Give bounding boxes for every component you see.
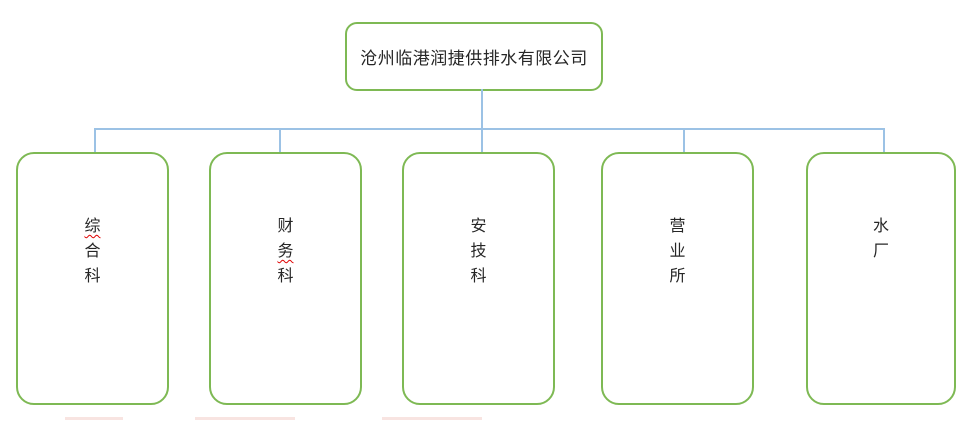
org-node-finance-dept[interactable]: 财务科 bbox=[209, 152, 362, 405]
org-node-company[interactable]: 沧州临港润捷供排水有限公司 bbox=[345, 22, 603, 91]
org-node-general-office[interactable]: 综合科 bbox=[16, 152, 169, 405]
spellcheck-artifact bbox=[382, 417, 482, 420]
org-node-water-plant[interactable]: 水厂 bbox=[806, 152, 956, 405]
dept-label: 综合科 bbox=[84, 218, 101, 285]
connector-horizontal-bus bbox=[94, 128, 884, 130]
dept-label: 安技科 bbox=[470, 218, 487, 285]
org-node-business-office[interactable]: 营业所 bbox=[601, 152, 754, 405]
connector-drop-business-office bbox=[683, 128, 685, 153]
org-node-safety-tech-dept[interactable]: 安技科 bbox=[402, 152, 555, 405]
connector-drop-finance-dept bbox=[279, 128, 281, 153]
dept-label: 营业所 bbox=[669, 218, 686, 285]
connector-drop-general-office bbox=[94, 128, 96, 153]
dept-label: 财务科 bbox=[277, 218, 294, 285]
dept-label: 水厂 bbox=[872, 218, 889, 260]
connector-root-vertical bbox=[481, 89, 483, 153]
connector-drop-water-plant bbox=[883, 128, 885, 153]
company-name-label: 沧州临港润捷供排水有限公司 bbox=[360, 49, 588, 68]
spellcheck-artifact bbox=[65, 417, 123, 420]
spellcheck-artifact bbox=[195, 417, 295, 420]
